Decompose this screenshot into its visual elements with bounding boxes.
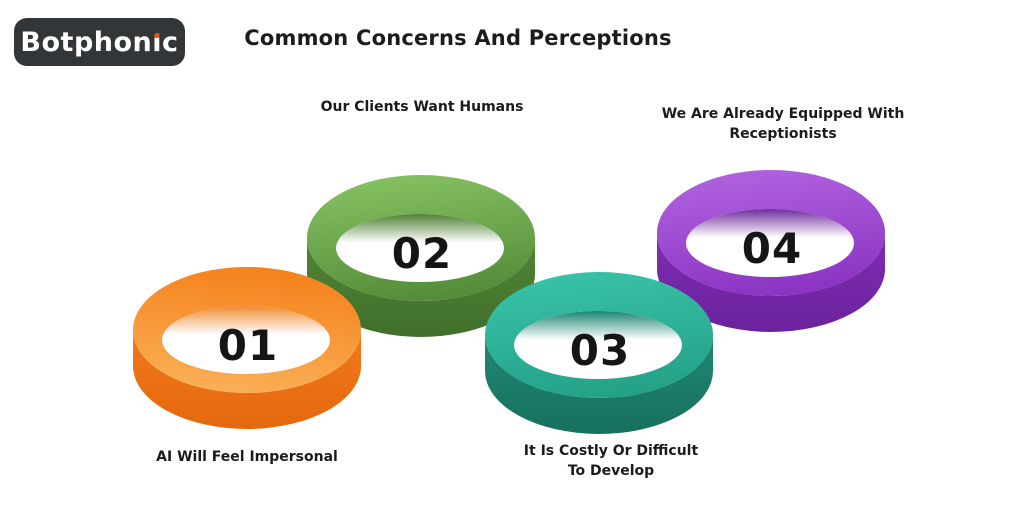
- brand-logo-text: Botphonıc: [20, 26, 179, 58]
- ring-02-shape: [307, 174, 535, 337]
- ring-04: 04: [654, 165, 890, 341]
- ring-04-label: We Are Already Equipped With Receptionis…: [661, 106, 905, 142]
- ring-03-shape: [485, 271, 713, 434]
- brand-letter-i-accent-dot: ı: [152, 26, 163, 58]
- ring-01-shape: [133, 266, 361, 429]
- ring-04-number: 04: [741, 224, 803, 273]
- page-title: Common Concerns And Perceptions: [244, 26, 672, 50]
- ring-02-number: 02: [391, 229, 453, 278]
- ring-04-shape: [657, 169, 885, 332]
- ring-02: 02: [304, 170, 540, 346]
- ring-01-number: 01: [217, 321, 279, 370]
- ring-03: 03: [482, 267, 718, 443]
- ring-01: 01: [130, 262, 366, 438]
- ring-03-label: It Is Costly Or Difficult To Develop: [523, 443, 699, 479]
- ring-03-number: 03: [569, 326, 631, 375]
- ring-02-label: Our Clients Want Humans: [320, 99, 524, 115]
- ring-01-label: AI Will Feel Impersonal: [156, 449, 338, 465]
- brand-logo: Botphonıc: [14, 18, 185, 66]
